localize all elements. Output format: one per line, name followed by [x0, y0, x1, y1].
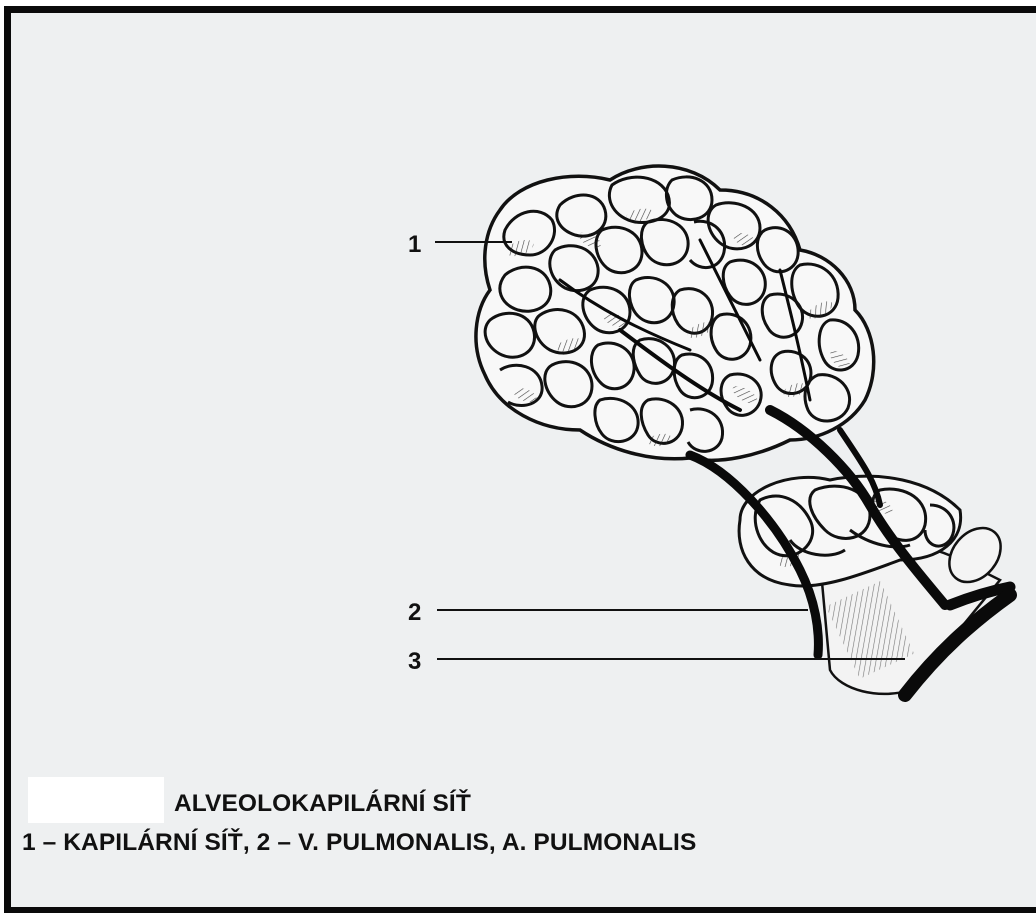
label-3: 3	[408, 648, 421, 675]
label-2: 2	[408, 599, 421, 626]
figure-legend: 1 – KAPILÁRNÍ SÍŤ, 2 – V. PULMONALIS, A.…	[22, 829, 696, 857]
figure-title: ALVEOLOKAPILÁRNÍ SÍŤ	[174, 790, 471, 818]
label-1: 1	[408, 231, 421, 258]
redacted-box	[28, 777, 164, 823]
